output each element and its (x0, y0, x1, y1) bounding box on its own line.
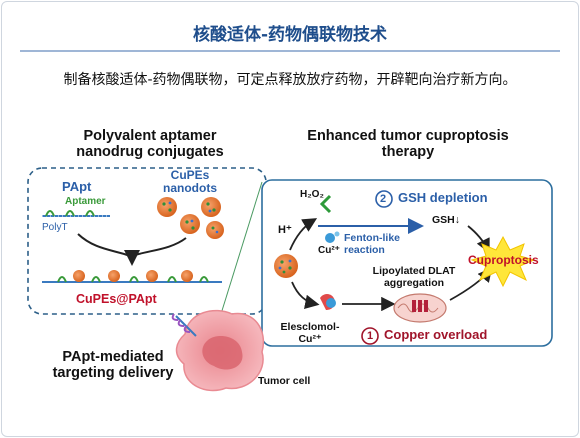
arrow-up (289, 218, 318, 251)
attached-nanodrug (171, 313, 197, 337)
conjugates-heading-line1: Polyvalent aptamer (83, 128, 217, 144)
title-divider (20, 50, 560, 52)
papt-strand (42, 210, 110, 217)
fenton-label-line1: Fenton-like (344, 232, 401, 244)
cu2-label: Cu²⁺ (318, 245, 340, 256)
fenton-label: Fenton-like reaction (344, 232, 401, 256)
page-title: 核酸适体-药物偶联物技术 (192, 25, 388, 45)
zoom-line-top (215, 181, 263, 331)
delivery-heading: PApt-mediated targeting delivery (38, 349, 188, 382)
therapy-heading-line2: therapy (381, 143, 435, 160)
cupes-label: CuPEs nanodots (150, 168, 230, 196)
elesclomol-label: Elesclomol- Cu²⁺ (268, 321, 352, 345)
conjugates-heading-line2: nanodrug conjugates (76, 143, 224, 160)
conjugates-heading: Polyvalent aptamer nanodrug conjugates (40, 128, 260, 161)
delivery-heading-line1: PApt-mediated (62, 349, 164, 365)
page-subtitle: 制备核酸适体-药物偶联物，可定点释放放疗药物，开辟靶向治疗新方向。 (63, 72, 517, 88)
fenton-label-line2: reaction (344, 243, 385, 256)
cuproptosis-burst (470, 235, 536, 288)
tumor-cell-graphic (175, 309, 265, 392)
cupes-nanodots (157, 197, 224, 239)
h2o2-chevron (319, 194, 332, 214)
cupes-label-line2: nanodots (163, 181, 217, 196)
therapy-heading: Enhanced tumor cuproptosis therapy (268, 128, 548, 161)
arrow-down (291, 281, 320, 309)
cu-molecule (325, 231, 340, 243)
mitochondria (393, 293, 447, 323)
step1-number: 1 (367, 330, 374, 342)
step2-number: 2 (380, 193, 387, 205)
cupes-label-line1: CuPEs (170, 168, 210, 182)
lipo-label: Lipoylated DLAT aggregation (352, 265, 476, 289)
elesclomol-molecule (320, 294, 336, 311)
copper-overload-label: Copper overload (384, 327, 488, 342)
delivery-heading-line2: targeting delivery (52, 364, 174, 381)
lipo-label-line1: Lipoylated DLAT (372, 265, 456, 277)
cuproptosis-label: Cuproptosis (468, 253, 539, 267)
elesclomol-label-line2: Cu²⁺ (298, 332, 322, 345)
polyt-label: PolyT (42, 222, 68, 233)
hplus-label: H⁺ (278, 224, 292, 236)
papt-label: PApt (62, 179, 92, 194)
central-nanodot (274, 254, 298, 278)
tumor-cell-label: Tumor cell (258, 375, 311, 387)
h2o2-label: H₂O₂ (300, 189, 324, 200)
step2-circle (375, 190, 393, 208)
lipo-label-line2: aggregation (383, 276, 445, 289)
elesclomol-label-line1: Elesclomol- (280, 321, 340, 333)
therapy-heading-line1: Enhanced tumor cuproptosis (307, 128, 509, 144)
gsh-depletion-label: GSH depletion (398, 190, 488, 205)
product-strand (42, 270, 222, 283)
gsh-label: GSH↓ (432, 214, 461, 226)
merge-arrow (77, 233, 187, 262)
aptamer-label: Aptamer (65, 196, 106, 207)
product-label: CuPEs@PApt (76, 292, 157, 306)
step1-circle (361, 327, 379, 345)
